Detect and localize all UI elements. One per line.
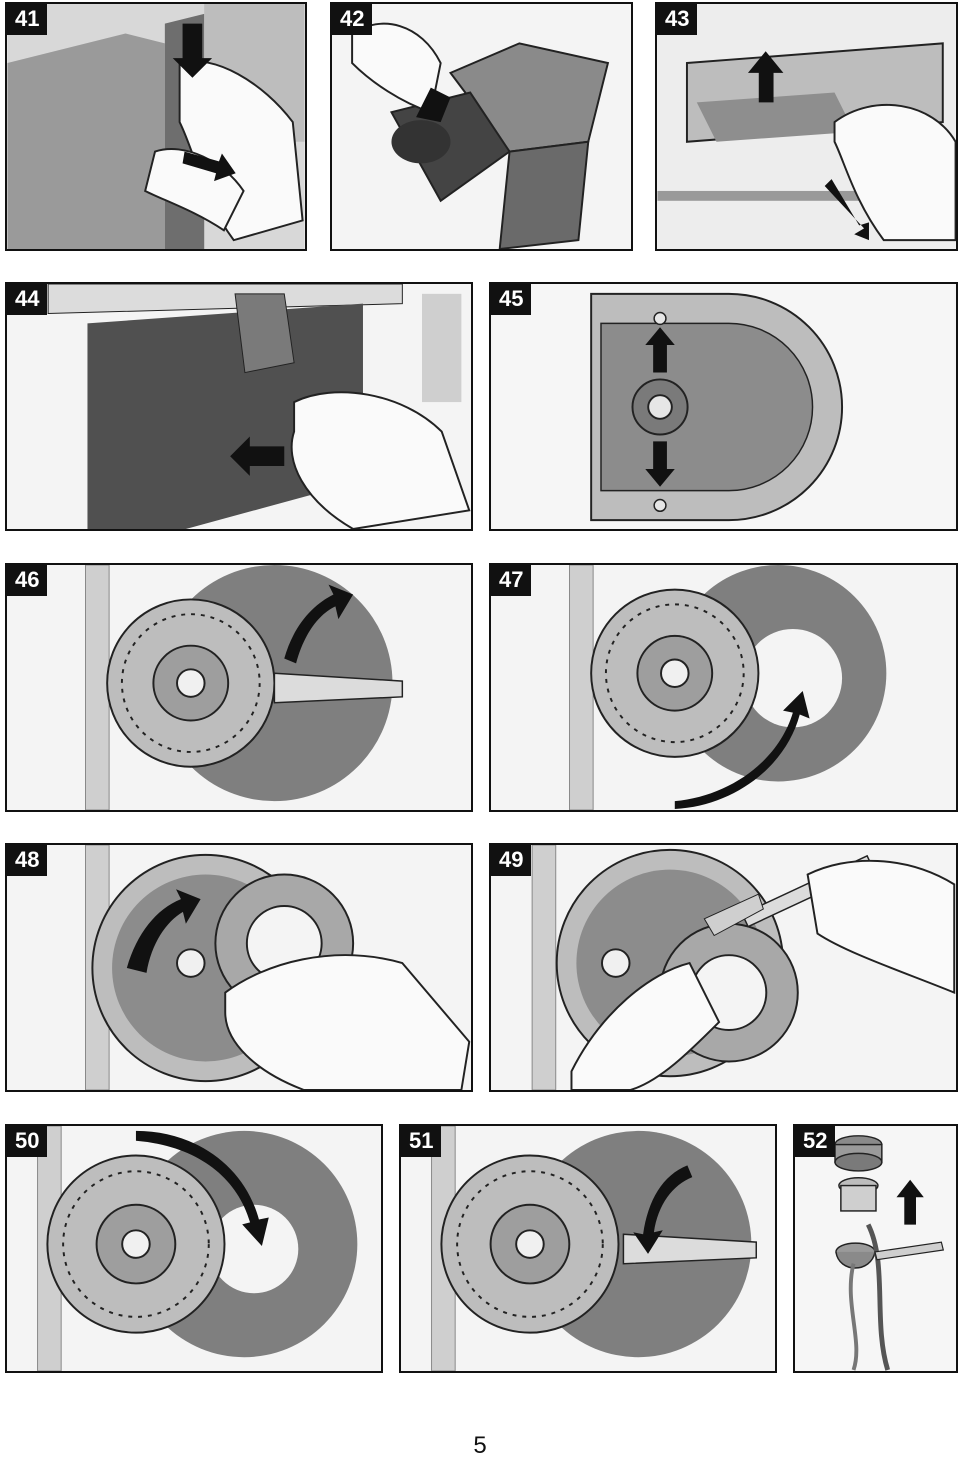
figure-number: 52: [795, 1126, 836, 1157]
grinder-disc-remove-icon: [8, 845, 471, 1090]
brewing-unit-removal-icon: [332, 4, 631, 249]
figure-number: 45: [491, 284, 532, 315]
nozzle-parts-lift-icon: [795, 1127, 956, 1371]
figure-number: 41: [7, 4, 48, 35]
lever-press-hand-icon: [7, 4, 305, 249]
figure-number: 43: [657, 4, 698, 35]
figure-number: 46: [7, 565, 48, 596]
unit-insert-hand-icon: [8, 284, 471, 529]
figure-48: 48: [5, 843, 473, 1092]
page-number: 5: [473, 1432, 487, 1459]
figure-46: 46: [5, 563, 473, 812]
grinder-lock-turn-icon: [402, 1126, 774, 1371]
figure-number: 49: [491, 845, 532, 876]
adjust-slot-up-down-icon: [492, 284, 955, 529]
figure-41: 41: [5, 2, 307, 251]
figure-44: 44: [5, 282, 473, 531]
grinder-ring-rotate-icon: [8, 565, 470, 810]
figure-45: 45: [489, 282, 958, 531]
figure-number: 44: [7, 284, 48, 315]
figure-51: 51: [399, 1124, 777, 1373]
figure-number: 50: [7, 1126, 48, 1157]
grinder-brush-clean-icon: [492, 845, 956, 1090]
grinder-ring-rotate-back-icon: [492, 565, 955, 810]
grinder-ring-turn-icon: [8, 1126, 380, 1371]
figure-42: 42: [330, 2, 633, 251]
figure-number: 42: [332, 4, 373, 35]
drawer-pull-icon: [657, 4, 956, 249]
figure-number: 48: [7, 845, 48, 876]
figure-50: 50: [5, 1124, 383, 1373]
figure-49: 49: [489, 843, 958, 1092]
figure-number: 47: [491, 565, 532, 596]
figure-number: 51: [401, 1126, 442, 1157]
figure-52: 52: [793, 1124, 958, 1373]
figure-47: 47: [489, 563, 958, 812]
figure-43: 43: [655, 2, 958, 251]
